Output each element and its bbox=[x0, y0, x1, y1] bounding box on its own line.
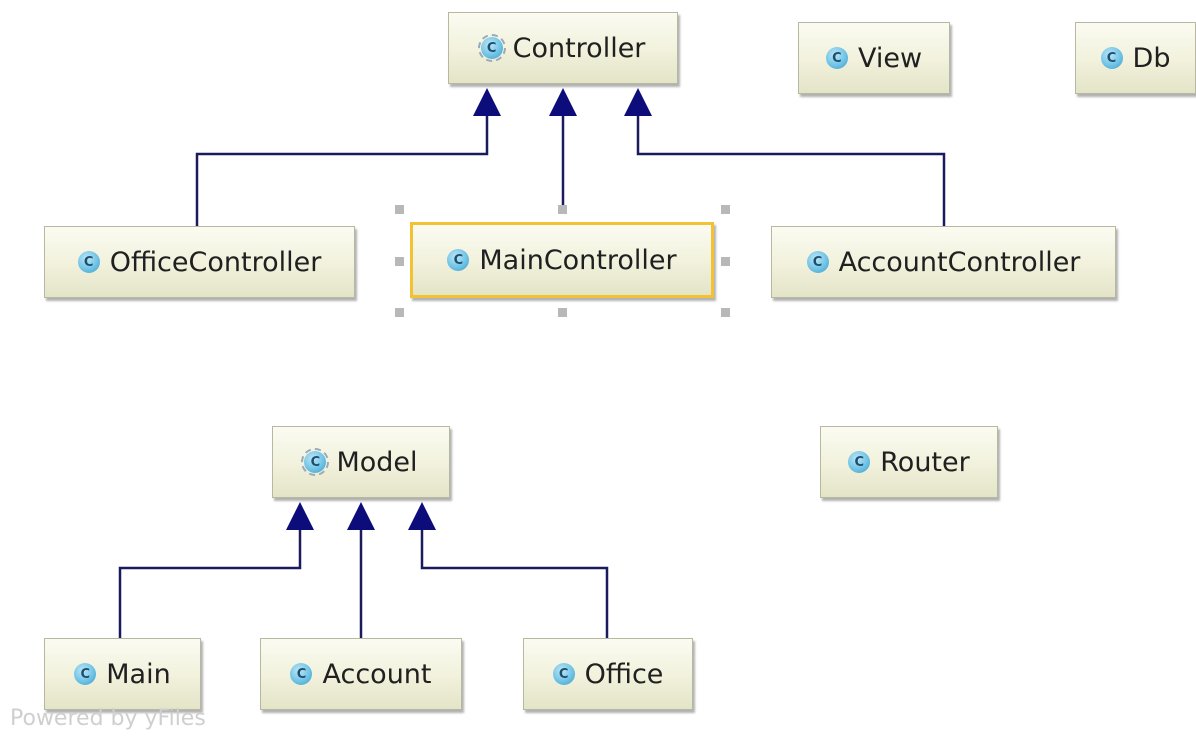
class-node-officecontroller[interactable]: C OfficeController bbox=[44, 226, 355, 298]
class-name: Router bbox=[880, 446, 970, 478]
inheritance-edge-office_controller[interactable] bbox=[195, 114, 489, 226]
inheritance-arrowhead bbox=[624, 88, 652, 116]
inheritance-edge-account_controller[interactable] bbox=[636, 114, 946, 226]
class-name: Account bbox=[322, 658, 432, 690]
class-icon: C bbox=[74, 663, 97, 685]
class-node-accountcontroller[interactable]: C AccountController bbox=[771, 226, 1116, 298]
class-name: MainController bbox=[479, 244, 677, 276]
class-node-model[interactable]: C Model bbox=[272, 426, 450, 498]
class-name: Controller bbox=[512, 32, 646, 64]
inheritance-edge-office[interactable] bbox=[420, 528, 609, 638]
class-node-router[interactable]: C Router bbox=[820, 426, 998, 498]
class-abstract-icon: C bbox=[477, 34, 506, 62]
class-name: AccountController bbox=[838, 246, 1081, 278]
class-node-controller[interactable]: C Controller bbox=[448, 12, 678, 84]
class-icon: C bbox=[806, 251, 829, 273]
class-icon: C bbox=[447, 249, 470, 271]
class-icon: C bbox=[848, 451, 871, 473]
class-icon: C bbox=[825, 47, 848, 69]
resize-handle-bottom[interactable] bbox=[558, 308, 567, 317]
class-node-view[interactable]: C View bbox=[798, 22, 950, 94]
class-icon: C bbox=[552, 663, 575, 685]
class-icon: C bbox=[1100, 47, 1123, 69]
class-node-db[interactable]: C Db bbox=[1075, 22, 1196, 94]
class-abstract-icon: C bbox=[301, 448, 330, 476]
class-name: Office bbox=[584, 658, 664, 690]
inheritance-arrowhead bbox=[286, 502, 314, 530]
resize-handle-bottom-right[interactable] bbox=[721, 308, 730, 317]
resize-handle-left[interactable] bbox=[395, 257, 404, 266]
resize-handle-top-right[interactable] bbox=[721, 205, 730, 214]
class-node-main[interactable]: C Main bbox=[44, 638, 201, 710]
class-node-account[interactable]: C Account bbox=[260, 638, 462, 710]
class-name: OfficeController bbox=[109, 246, 322, 278]
watermark: Powered by yFiles bbox=[10, 706, 206, 731]
inheritance-arrowhead bbox=[549, 88, 577, 116]
class-icon: C bbox=[77, 251, 100, 273]
class-node-maincontroller[interactable]: C MainController bbox=[410, 222, 714, 298]
class-name: View bbox=[857, 42, 923, 74]
resize-handle-top-left[interactable] bbox=[395, 205, 404, 214]
class-name: Model bbox=[336, 446, 418, 478]
inheritance-arrowhead bbox=[408, 502, 436, 530]
resize-handle-bottom-left[interactable] bbox=[395, 308, 404, 317]
resize-handle-top[interactable] bbox=[558, 205, 567, 214]
class-name: Main bbox=[106, 658, 171, 690]
inheritance-arrowhead bbox=[473, 88, 501, 116]
class-node-office[interactable]: C Office bbox=[523, 638, 693, 710]
class-icon: C bbox=[290, 663, 313, 685]
resize-handle-right[interactable] bbox=[721, 257, 730, 266]
inheritance-arrowhead bbox=[347, 502, 375, 530]
inheritance-edge-main[interactable] bbox=[118, 528, 302, 638]
class-name: Db bbox=[1132, 42, 1171, 74]
